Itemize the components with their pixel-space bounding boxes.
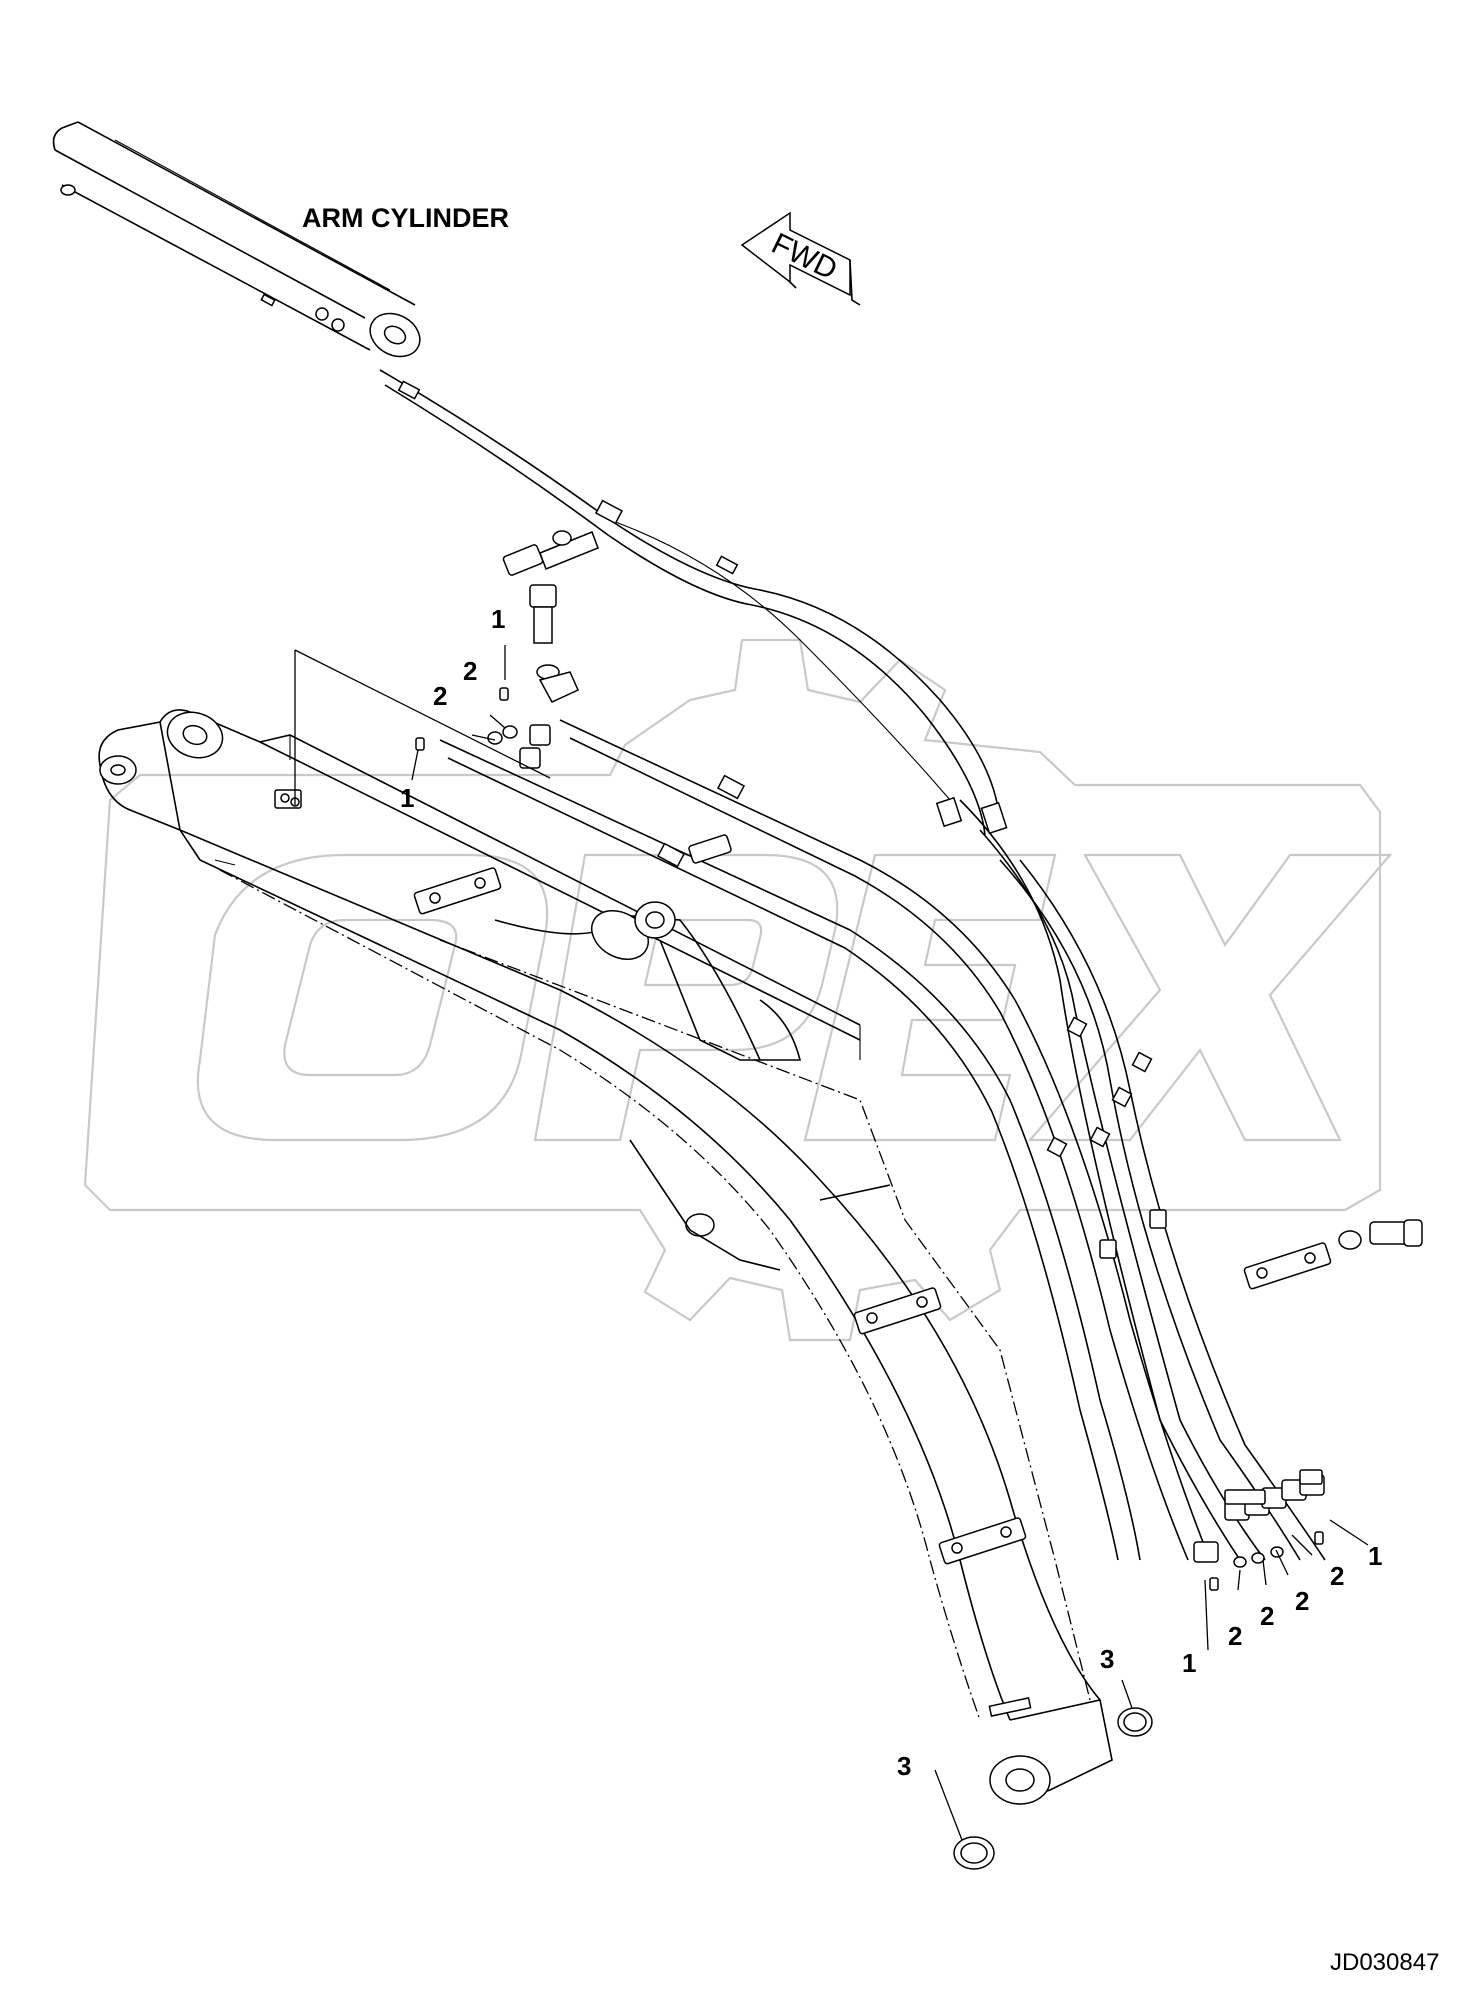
hose-end-fittings	[1193, 1469, 1325, 1563]
callout-label: 3	[1100, 1644, 1114, 1674]
callout-label: 1	[400, 783, 414, 813]
callout-label: 2	[1260, 1601, 1274, 1631]
fwd-direction-arrow: FWD	[740, 211, 861, 306]
upper-fasteners	[502, 530, 599, 703]
watermark-logo	[83, 638, 1393, 1342]
leader-lines	[294, 645, 1369, 1841]
boom-body	[98, 709, 1101, 1721]
drawing-id: JD030847	[1330, 1949, 1439, 1976]
diagram-title: ARM CYLINDER	[302, 203, 509, 233]
callout-label: 1	[1368, 1541, 1382, 1571]
callout-label: 2	[463, 656, 477, 686]
callout-label: 2	[1330, 1561, 1344, 1591]
boom-tip	[988, 1697, 1113, 1805]
boom-top-hoses	[439, 719, 1326, 1561]
callout-label: 1	[491, 604, 505, 634]
callout-label: 2	[1295, 1586, 1309, 1616]
cylinder-hose	[379, 369, 1001, 836]
callout-label: 1	[1182, 1648, 1196, 1678]
callout-label: 2	[1228, 1621, 1242, 1651]
o-rings	[953, 1707, 1153, 1870]
fwd-label: FWD	[766, 227, 842, 287]
callout-labels: 1 2 2 1 1 2 2 2 2 1 3 3	[400, 604, 1382, 1781]
callout-label: 3	[897, 1751, 911, 1781]
arm-cylinder	[52, 121, 421, 358]
hose-clamps	[853, 1219, 1423, 1565]
seal-parts	[415, 687, 1324, 1591]
callout-label: 2	[433, 681, 447, 711]
